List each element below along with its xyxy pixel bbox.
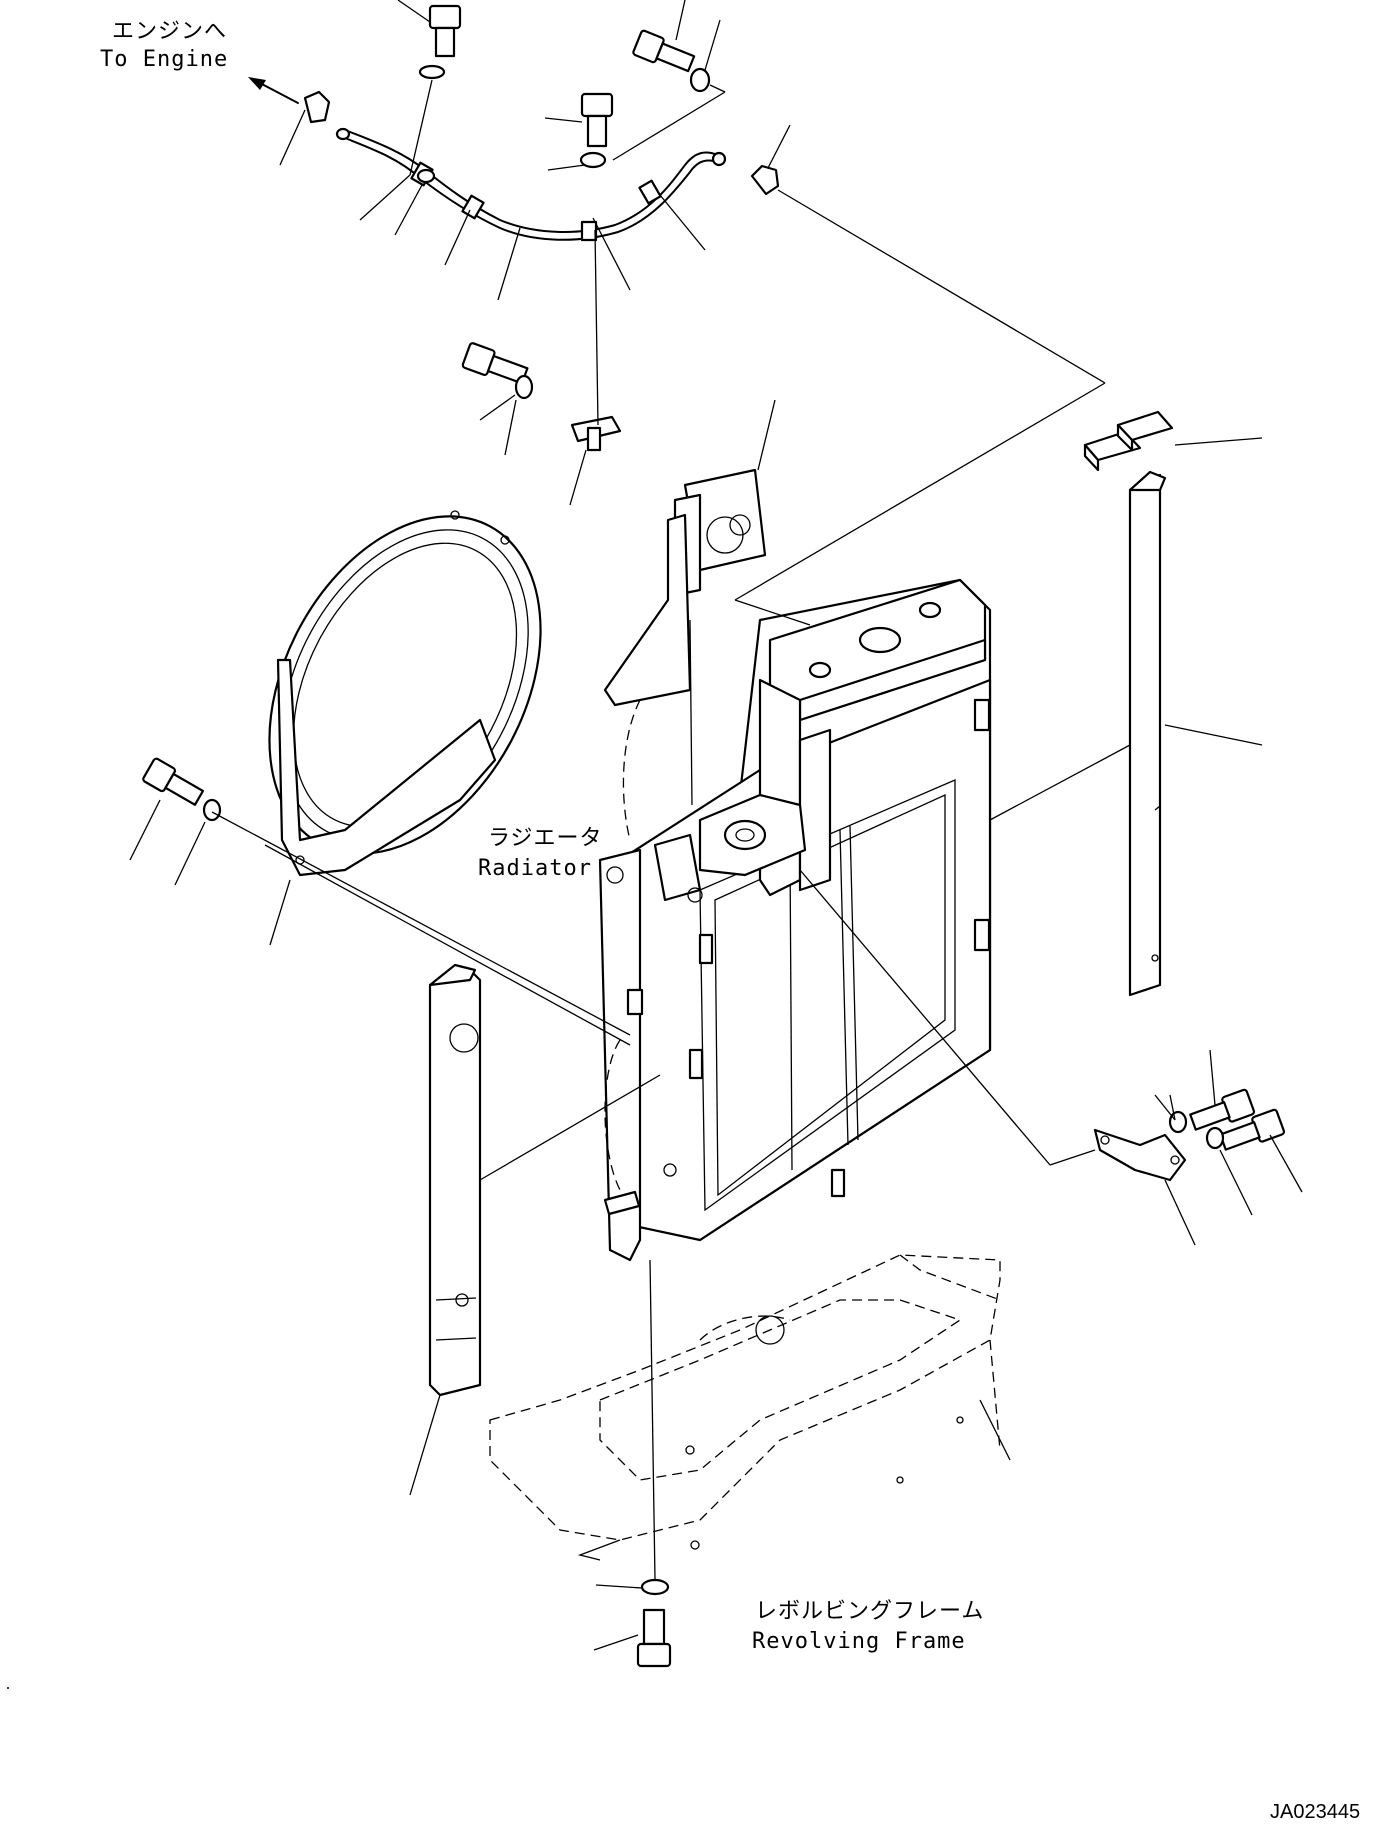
right-tall-seal — [1128, 470, 1167, 997]
right-lower-bracket — [1093, 1088, 1286, 1182]
fan-shroud — [268, 510, 542, 877]
left-tall-seal — [428, 963, 482, 1397]
radiator-label-jp: ラジエータ — [488, 826, 603, 851]
engine-label-jp: エンジンへ — [112, 19, 227, 44]
radiator-label-en: Radiator — [478, 856, 592, 881]
shroud-bolt — [142, 757, 222, 822]
bottom-bolt — [636, 1578, 672, 1668]
leader-lines — [129, 0, 1303, 1651]
hose-assembly — [303, 90, 780, 242]
frame-label-jp: レボルビングフレーム — [755, 1599, 984, 1624]
top-right-pads — [1083, 410, 1174, 472]
engine-label-en: To Engine — [100, 47, 228, 72]
revolving-frame — [489, 1254, 1001, 1561]
to-engine-arrow — [248, 77, 299, 104]
upper-seal — [603, 468, 767, 707]
bracket-bolt-upper — [461, 342, 622, 452]
speck — [7, 1687, 9, 1689]
radiator — [598, 578, 992, 1262]
drawing-code: JA023445 — [1270, 1801, 1360, 1823]
frame-label-en: Revolving Frame — [752, 1629, 966, 1654]
top-bolts — [416, 4, 711, 184]
